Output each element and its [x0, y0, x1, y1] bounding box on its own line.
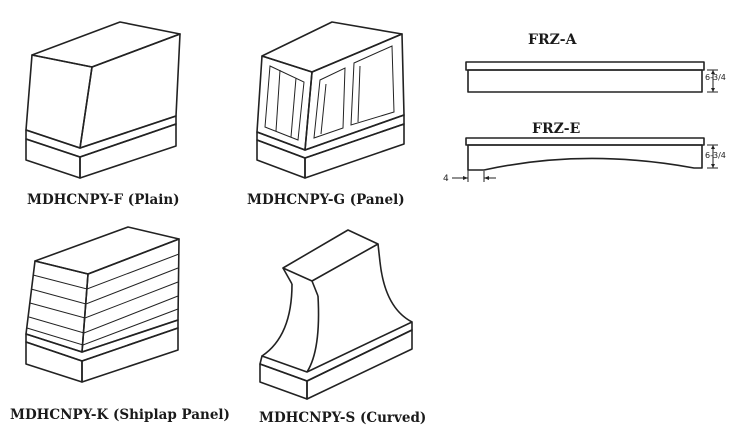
hood-panel-drawing — [256, 21, 405, 179]
caption-plain: MDHCNPY-F (Plain) — [27, 192, 180, 208]
caption-panel: MDHCNPY-G (Panel) — [247, 192, 405, 208]
frieze-a-label: FRZ-A — [528, 32, 578, 48]
hood-shiplap-drawing — [25, 226, 180, 383]
hood-curved-drawing — [259, 229, 413, 400]
caption-curved: MDHCNPY-S (Curved) — [259, 410, 426, 426]
frieze-a-height: 6-3/4 — [705, 73, 726, 82]
arched-frieze-drawing — [452, 137, 718, 182]
frieze-e-height: 6-3/4 — [705, 151, 726, 160]
straight-frieze-drawing — [465, 61, 718, 93]
frieze-e-offset: 4 — [443, 174, 449, 184]
hood-plain-drawing — [25, 21, 181, 179]
frieze-e-label: FRZ-E — [532, 121, 580, 137]
caption-shiplap: MDHCNPY-K (Shiplap Panel) — [10, 407, 230, 423]
